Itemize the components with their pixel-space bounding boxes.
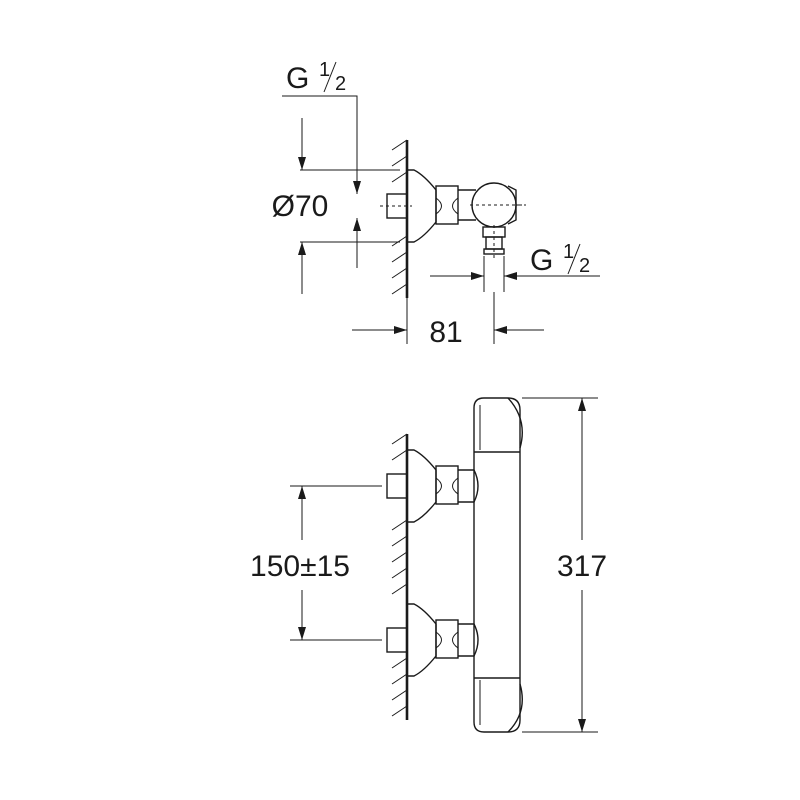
inlet-thread-leader bbox=[282, 95, 361, 268]
connection-nut-side bbox=[435, 185, 459, 225]
connection-arm-side bbox=[458, 189, 476, 221]
thermostat-body-side bbox=[470, 182, 526, 228]
depth-label: 81 bbox=[429, 316, 462, 349]
front-view: 150±15 317 bbox=[250, 397, 607, 733]
outlet-thread-label: G 1 2 bbox=[530, 241, 590, 277]
height-label: 317 bbox=[557, 550, 607, 583]
outlet-spout-side bbox=[482, 225, 506, 260]
diameter-dimension bbox=[298, 118, 400, 294]
lower-connection bbox=[386, 603, 479, 677]
svg-text:1: 1 bbox=[563, 241, 574, 263]
side-view: Ø70 G 1 2 G 1 2 bbox=[272, 59, 600, 349]
wall-hatched-side bbox=[391, 139, 409, 298]
upper-connection bbox=[386, 449, 479, 523]
svg-text:2: 2 bbox=[579, 255, 590, 277]
wall-hatched-front bbox=[391, 433, 409, 720]
spacing-label: 150±15 bbox=[250, 550, 350, 583]
depth-dimension bbox=[352, 292, 544, 344]
diameter-label: Ø70 bbox=[272, 190, 329, 223]
svg-text:G: G bbox=[530, 244, 553, 277]
height-dimension bbox=[522, 397, 598, 733]
outlet-thread-leader bbox=[430, 256, 600, 292]
inlet-thread-label: G 1 2 bbox=[286, 59, 346, 95]
spacing-dimension bbox=[290, 485, 382, 641]
svg-text:G: G bbox=[286, 62, 309, 95]
svg-text:2: 2 bbox=[335, 73, 346, 95]
lower-handle bbox=[474, 677, 523, 733]
thermostat-bar-body bbox=[473, 397, 523, 733]
upper-handle bbox=[474, 397, 523, 453]
svg-text:1: 1 bbox=[319, 59, 330, 81]
